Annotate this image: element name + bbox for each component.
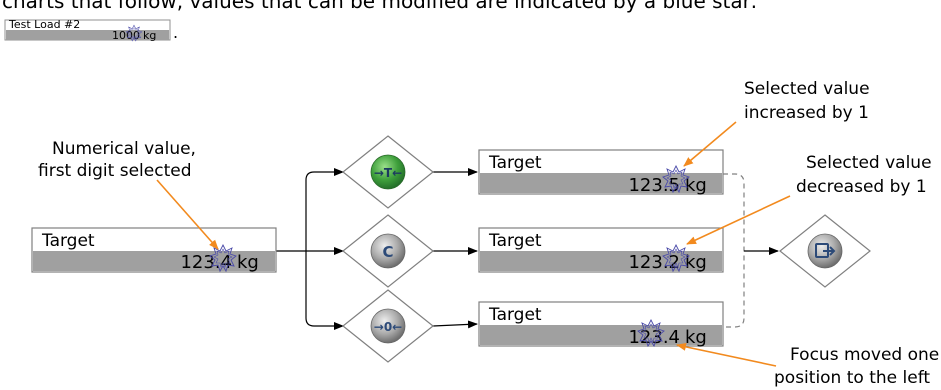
example-field-value: 1000 [112,29,140,42]
example-field: Test Load #2 1000 kg [4,18,171,42]
annotation-arrows [156,121,791,367]
dashed-connectors [723,173,745,328]
clear-button-icon [370,233,406,269]
note-focus-left-line2: position to the left [774,368,930,388]
exit-button-icon [815,243,836,258]
tare-result-value: 123.5 [628,175,680,196]
zero-button-icon [370,308,406,344]
example-field-trailing: . [173,23,178,42]
note-decreased-line2: decreased by 1 [796,177,927,197]
note-first-digit-line1: Numerical value, [52,139,196,159]
zero-result-label: Target [488,305,542,325]
clear-result-label: Target [488,231,542,251]
tare-button-icon [370,154,406,190]
note-decreased-line1: Selected value [806,153,932,173]
tare-glyph: →T← [374,166,402,180]
source-field: Target 123.4 kg [31,227,277,273]
source-field-unit: kg [237,252,259,273]
exit-button[interactable] [779,214,871,288]
tare-result-field: Target 123.5 kg [478,149,724,196]
zero-result-field: Target 123.4 kg [478,301,724,348]
note-increased-line2: increased by 1 [744,103,869,123]
tare-result-label: Target [488,153,542,173]
clear-result-field: Target 123.2 kg [478,227,724,273]
intro-line: charts that follow, values that can be m… [2,0,757,13]
zero-button[interactable]: →0← [342,289,434,363]
source-field-label: Target [41,231,95,251]
zero-result-unit: kg [685,327,707,348]
note-focus-left-line1: Focus moved one [790,345,939,365]
connectors [276,168,478,330]
source-field-value: 123.4 [180,252,232,273]
clear-button[interactable]: C [342,214,434,288]
note-first-digit-line2: first digit selected [38,161,191,181]
note-increased-line1: Selected value [744,79,870,99]
tare-button[interactable]: →T← [342,135,434,209]
example-field-label: Test Load #2 [8,18,80,31]
clear-result-unit: kg [685,252,707,273]
zero-result-value: 123.4 [628,327,680,348]
example-field-unit: kg [143,29,156,42]
zero-glyph: →0← [374,320,402,334]
tare-result-unit: kg [685,175,707,196]
clear-glyph: C [382,243,393,261]
